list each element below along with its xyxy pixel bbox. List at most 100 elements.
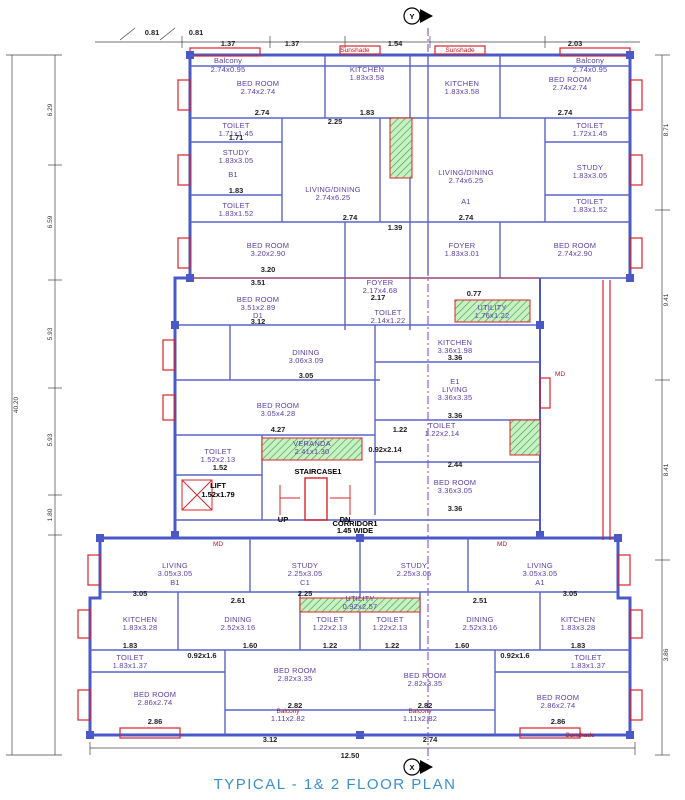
room-name: Balcony bbox=[276, 708, 300, 715]
room-name: STUDY bbox=[292, 561, 318, 570]
room-name: STUDY bbox=[577, 163, 603, 172]
room-name: DINING bbox=[292, 348, 319, 357]
room-dims: 1.22x2.13 bbox=[313, 623, 348, 632]
svg-text:1.83: 1.83 bbox=[229, 186, 244, 195]
room-dims: 1.11x2.82 bbox=[271, 714, 305, 723]
svg-text:1.60: 1.60 bbox=[243, 641, 258, 650]
svg-text:2.44: 2.44 bbox=[448, 460, 463, 469]
svg-text:1.54: 1.54 bbox=[388, 39, 403, 48]
unit-tags: B1 A1 D1 E1 C1 B1 A1 bbox=[170, 170, 545, 587]
svg-text:C1: C1 bbox=[300, 578, 310, 587]
room-name: TOILET bbox=[116, 653, 144, 662]
svg-text:2.03: 2.03 bbox=[568, 39, 583, 48]
room-name: BED ROOM bbox=[404, 671, 446, 680]
room-name: STAIRCASE1 bbox=[295, 467, 342, 476]
svg-text:3.86: 3.86 bbox=[663, 648, 670, 661]
room-dims: 2.25x3.05 bbox=[397, 569, 432, 578]
md-note: MD bbox=[555, 371, 565, 378]
svg-text:2.17: 2.17 bbox=[371, 293, 386, 302]
room-name: LIVING bbox=[527, 561, 553, 570]
room-dims: 1.83x1.52 bbox=[219, 209, 254, 218]
room-dims: 2.52x3.16 bbox=[463, 623, 498, 632]
svg-text:6.29: 6.29 bbox=[47, 103, 54, 116]
svg-text:1.39: 1.39 bbox=[388, 223, 403, 232]
room-name: STUDY bbox=[223, 148, 249, 157]
room-name: DINING bbox=[224, 615, 251, 624]
svg-text:0.92x2.14: 0.92x2.14 bbox=[368, 445, 402, 454]
room-name: LIVING/DINING bbox=[438, 168, 494, 177]
room-dims: 3.05x4.28 bbox=[261, 409, 296, 418]
lift-and-stair bbox=[181, 477, 351, 521]
room-dims: 1.83x1.52 bbox=[573, 205, 608, 214]
room-name: BED ROOM bbox=[274, 666, 316, 675]
svg-text:9.41: 9.41 bbox=[663, 293, 670, 306]
overall-width: 12.50 bbox=[341, 751, 360, 760]
room-name: LIVING bbox=[442, 385, 468, 394]
svg-text:6.59: 6.59 bbox=[47, 215, 54, 228]
svg-text:A1: A1 bbox=[535, 578, 545, 587]
room-dims: 2.74x2.74 bbox=[241, 87, 276, 96]
axis-label-bottom: X bbox=[409, 763, 414, 772]
room-name: TOILET bbox=[574, 653, 602, 662]
svg-text:2.82: 2.82 bbox=[418, 701, 433, 710]
plan-title: TYPICAL - 1& 2 FLOOR PLAN bbox=[214, 776, 457, 793]
room-name: BED ROOM bbox=[257, 401, 299, 410]
svg-text:2.25: 2.25 bbox=[328, 117, 343, 126]
room-dims: 1.83x3.05 bbox=[573, 171, 608, 180]
room-name: BED ROOM bbox=[434, 478, 476, 487]
room-name: FOYER bbox=[449, 241, 476, 250]
svg-text:3.12: 3.12 bbox=[263, 735, 278, 744]
room-dims: 2.17x4.68 bbox=[363, 286, 398, 295]
svg-text:3.05: 3.05 bbox=[563, 589, 578, 598]
md-note: MD bbox=[213, 541, 223, 548]
room-dims: 1.52x1.79 bbox=[201, 490, 234, 499]
svg-text:E1: E1 bbox=[450, 377, 460, 386]
room-dims: 2.86x2.74 bbox=[541, 701, 576, 710]
svg-text:1.71: 1.71 bbox=[229, 133, 244, 142]
columns bbox=[86, 51, 634, 739]
room-dims: 1.83x3.01 bbox=[445, 249, 480, 258]
room-dims: 2.25x3.05 bbox=[288, 569, 323, 578]
room-name: LIFT bbox=[210, 481, 226, 490]
svg-text:A1: A1 bbox=[461, 197, 471, 206]
room-dims: 1.83x3.05 bbox=[219, 156, 254, 165]
room-name: LIVING/DINING bbox=[305, 185, 361, 194]
svg-text:3.51: 3.51 bbox=[251, 278, 266, 287]
svg-text:2.74: 2.74 bbox=[558, 108, 573, 117]
room-dims: 3.06x3.09 bbox=[289, 356, 324, 365]
svg-text:4.27: 4.27 bbox=[271, 425, 286, 434]
svg-text:8.71: 8.71 bbox=[663, 123, 670, 136]
room-dims: 1.83x3.58 bbox=[350, 73, 385, 82]
svg-text:1.37: 1.37 bbox=[285, 39, 300, 48]
svg-text:3.36: 3.36 bbox=[448, 353, 463, 362]
svg-text:1.60: 1.60 bbox=[455, 641, 470, 650]
room-dims: 2.74x2.74 bbox=[553, 83, 588, 92]
room-dims: 1.52x2.13 bbox=[201, 455, 236, 464]
room-name: TOILET bbox=[374, 308, 402, 317]
svg-text:0.77: 0.77 bbox=[467, 289, 482, 298]
room-name: BED ROOM bbox=[237, 79, 279, 88]
room-dims: 2.52x3.16 bbox=[221, 623, 256, 632]
svg-text:2.74: 2.74 bbox=[255, 108, 270, 117]
svg-text:1.37: 1.37 bbox=[221, 39, 236, 48]
room-dims: 1.83x3.58 bbox=[445, 87, 480, 96]
room-dims: 2.74x6.25 bbox=[316, 193, 351, 202]
svg-text:3.36: 3.36 bbox=[448, 411, 463, 420]
openings bbox=[77, 45, 643, 739]
svg-text:2.82: 2.82 bbox=[288, 701, 303, 710]
room-dims: 1.11x2.82 bbox=[403, 714, 437, 723]
sunshade-note: Sunshade bbox=[340, 47, 370, 54]
svg-text:1.52: 1.52 bbox=[213, 463, 228, 472]
room-name: VERANDA bbox=[293, 439, 331, 448]
room-name: TOILET bbox=[376, 615, 404, 624]
svg-text:2.51: 2.51 bbox=[473, 596, 488, 605]
room-dims: 1.45 WIDE bbox=[337, 526, 373, 535]
svg-text:0.92x1.6: 0.92x1.6 bbox=[500, 651, 529, 660]
dimension-lines bbox=[6, 27, 670, 756]
room-dims: 2.74x6.25 bbox=[449, 176, 484, 185]
svg-text:2.61: 2.61 bbox=[231, 596, 246, 605]
svg-text:2.74: 2.74 bbox=[343, 213, 358, 222]
room-dims: 1.83x1.37 bbox=[113, 661, 148, 670]
room-name: Balcony bbox=[214, 56, 242, 65]
room-dims: 1.22x2.13 bbox=[373, 623, 408, 632]
